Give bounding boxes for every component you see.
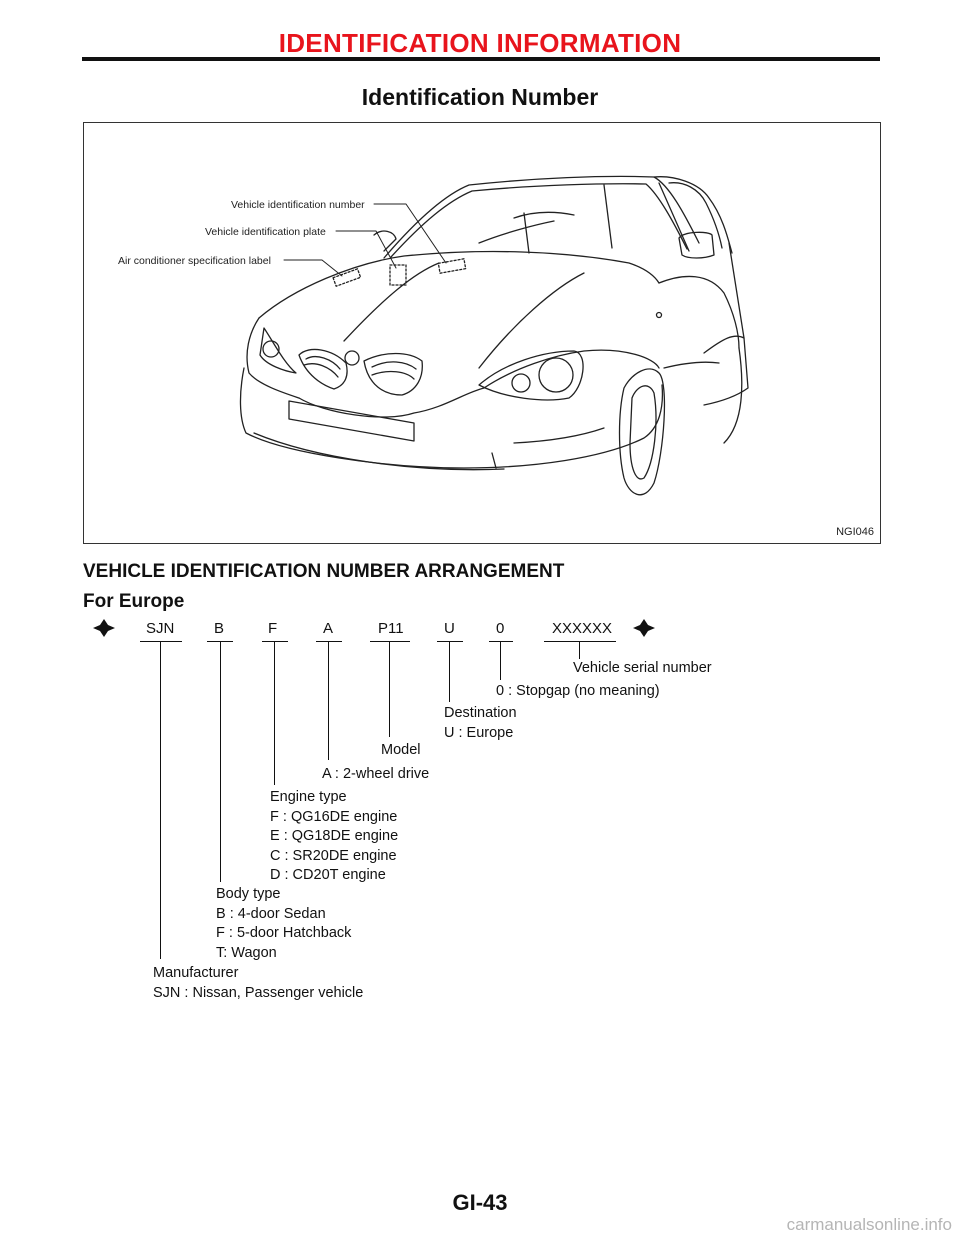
leader-model [389,641,391,737]
vin-code-stopgap: 0 [496,620,505,637]
legend-body: Body type B : 4-door Sedan F : 5-door Ha… [216,885,351,963]
legend-line: Engine type [270,789,347,805]
figure-code: NGI046 [836,526,874,538]
leader-destination [449,641,451,702]
legend-line: Vehicle serial number [573,660,712,676]
vin-code-manufacturer: SJN [146,620,175,637]
vin-end-marker-icon [633,619,655,637]
car-drawing [239,175,749,496]
vin-code-drive: A [323,620,334,637]
legend-line: E : QG18DE engine [270,828,399,844]
header-rule [82,57,880,61]
legend-drive: A : 2-wheel drive [322,765,429,785]
leader-engine [274,641,276,785]
leader-stopgap [500,641,502,680]
callout-vin: Vehicle identification number [231,199,365,211]
legend-line: T: Wagon [216,944,277,961]
leader-drive [328,641,330,760]
leader-serial [579,641,581,659]
legend-line: Body type [216,886,281,902]
vehicle-illustration-figure: Vehicle identification number Vehicle id… [83,122,881,544]
page-number: GI-43 [452,1190,508,1215]
vin-code-destination: U [444,620,455,637]
legend-line: C : SR20DE engine [270,847,397,864]
legend-line: Model [381,742,421,758]
legend-line: Manufacturer [153,965,239,981]
vin-code-engine: F [268,620,278,637]
vin-code-serial: XXXXXX [552,620,613,637]
page-title: Identification Number [361,84,599,110]
legend-destination: Destination U : Europe [444,704,517,743]
legend-line: F : 5-door Hatchback [216,925,352,941]
legend-line: U : Europe [444,724,514,741]
watermark: carmanualsonline.info [786,1215,952,1234]
vin-start-marker-icon [93,619,115,637]
section-heading: VEHICLE IDENTIFICATION NUMBER ARRANGEMEN… [83,561,565,582]
legend-line: F : QG16DE engine [270,808,398,825]
vin-code-body: B [214,620,225,637]
callout-ac-label: Air conditioner specification label [118,255,271,267]
legend-line: B : 4-door Sedan [216,905,326,922]
sub-heading: For Europe [83,591,185,612]
leader-manufacturer [160,641,162,959]
section-header-title: IDENTIFICATION INFORMATION [278,28,682,58]
legend-line: A : 2-wheel drive [322,766,430,782]
leader-body [220,641,222,882]
legend-line: Destination [444,705,517,721]
legend-line: SJN : Nissan, Passenger vehicle [153,984,364,1001]
vin-code-model: P11 [378,620,404,637]
legend-stopgap: 0 : Stopgap (no meaning) [496,682,660,702]
legend-line: D : CD20T engine [270,867,386,883]
legend-engine: Engine type F : QG16DE engine E : QG18DE… [270,788,398,886]
legend-model: Model [381,741,421,761]
legend-line: 0 : Stopgap (no meaning) [496,683,660,699]
callout-plate: Vehicle identification plate [205,226,326,238]
legend-manufacturer: Manufacturer SJN : Nissan, Passenger veh… [153,964,363,1003]
legend-serial: Vehicle serial number [573,659,712,679]
